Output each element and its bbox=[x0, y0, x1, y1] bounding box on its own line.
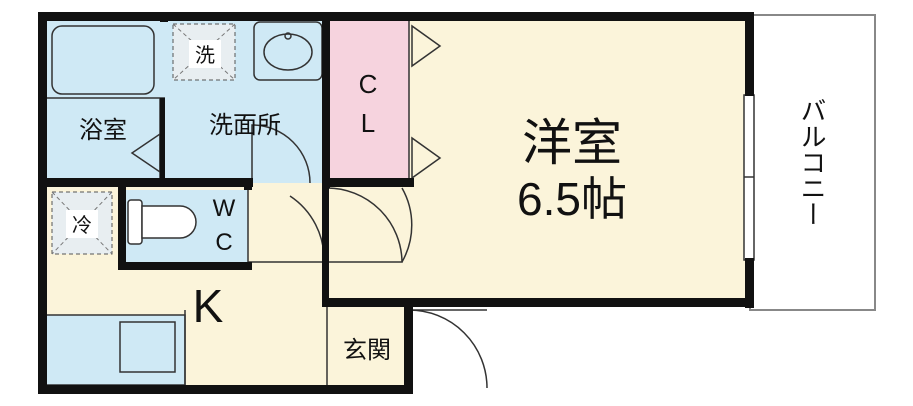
fridge-label: 冷 bbox=[72, 214, 92, 237]
bathtub bbox=[51, 25, 155, 95]
kitchen-label: K bbox=[193, 280, 224, 332]
wc-label-w: W bbox=[213, 195, 236, 222]
balcony-area bbox=[749, 14, 876, 311]
closet-door-upper bbox=[411, 24, 442, 68]
bath-label: 浴室 bbox=[79, 117, 127, 144]
toilet-tank bbox=[127, 199, 143, 245]
western-room-label: 洋室 bbox=[522, 115, 622, 171]
entrance-area bbox=[327, 303, 409, 388]
room-door-arc2 bbox=[401, 187, 413, 263]
kitchen-sink bbox=[119, 321, 176, 373]
closet-label-c: C bbox=[359, 69, 378, 99]
fridge-label-bg bbox=[66, 210, 98, 238]
western-room-size: 6.5帖 bbox=[517, 173, 627, 225]
balcony-label: バルコニー bbox=[797, 97, 827, 227]
entrance-door-arc bbox=[408, 309, 488, 389]
basin-faucet bbox=[284, 32, 292, 40]
wc-label-c: C bbox=[215, 229, 232, 256]
washroom-door-arc bbox=[251, 124, 311, 184]
toilet-bowl bbox=[141, 205, 197, 239]
closet-door-lower bbox=[411, 136, 442, 180]
basin-bowl bbox=[263, 33, 313, 71]
closet-area-top bbox=[330, 20, 409, 181]
washer-label: 洗 bbox=[195, 44, 215, 67]
washroom-label: 洗面所 bbox=[209, 112, 281, 139]
closet-label-l: L bbox=[361, 108, 375, 138]
washer-label-bg bbox=[189, 40, 221, 68]
walls bbox=[38, 12, 754, 394]
room-door-arc bbox=[326, 187, 403, 263]
entrance-label: 玄関 bbox=[343, 337, 391, 364]
